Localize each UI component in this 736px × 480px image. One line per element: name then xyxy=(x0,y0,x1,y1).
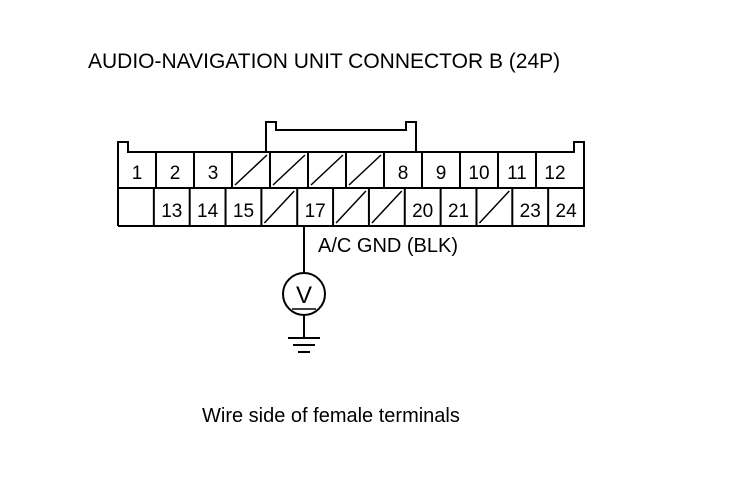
terminal-20: 20 xyxy=(412,201,433,222)
connector-outline xyxy=(117,141,585,227)
connector-lock-tab xyxy=(265,121,417,152)
terminal-11: 11 xyxy=(507,163,527,184)
terminal-1: 1 xyxy=(132,163,143,184)
terminal-3: 3 xyxy=(208,163,219,184)
top-row-empty-cavity-7 xyxy=(348,154,382,186)
terminal-13: 13 xyxy=(161,201,182,222)
terminal-2: 2 xyxy=(170,163,181,184)
terminal-8: 8 xyxy=(398,163,409,184)
terminal-10: 10 xyxy=(468,163,489,184)
terminal-12: 12 xyxy=(544,163,565,184)
top-row-empty-cavity-5 xyxy=(272,154,306,186)
ground-icon xyxy=(288,337,320,353)
bottom-row-empty-cavity-8 xyxy=(371,190,403,224)
terminal-23: 23 xyxy=(520,201,541,222)
terminal-21: 21 xyxy=(448,201,469,222)
voltmeter-icon: V xyxy=(282,272,326,316)
wire-label: A/C GND (BLK) xyxy=(318,235,458,257)
terminal-24: 24 xyxy=(556,201,578,222)
diagram-title: AUDIO-NAVIGATION UNIT CONNECTOR B (24P) xyxy=(88,50,561,73)
top-row-empty-cavity-6 xyxy=(310,154,344,186)
terminal-9: 9 xyxy=(436,163,447,184)
voltmeter-symbol: V xyxy=(296,282,312,309)
terminal-17: 17 xyxy=(305,201,326,222)
bottom-row-empty-cavity-11 xyxy=(478,190,510,224)
terminal-15: 15 xyxy=(233,201,254,222)
top-row-empty-cavity-4 xyxy=(234,154,268,186)
bottom-row-empty-cavity-7 xyxy=(335,190,367,224)
bottom-row-empty-cavity-5 xyxy=(263,190,295,224)
diagram-caption: Wire side of female terminals xyxy=(202,405,460,427)
terminal-14: 14 xyxy=(197,201,219,222)
connector-bottom-row: 13 14 15 17 20 21 23 24 xyxy=(152,188,578,226)
